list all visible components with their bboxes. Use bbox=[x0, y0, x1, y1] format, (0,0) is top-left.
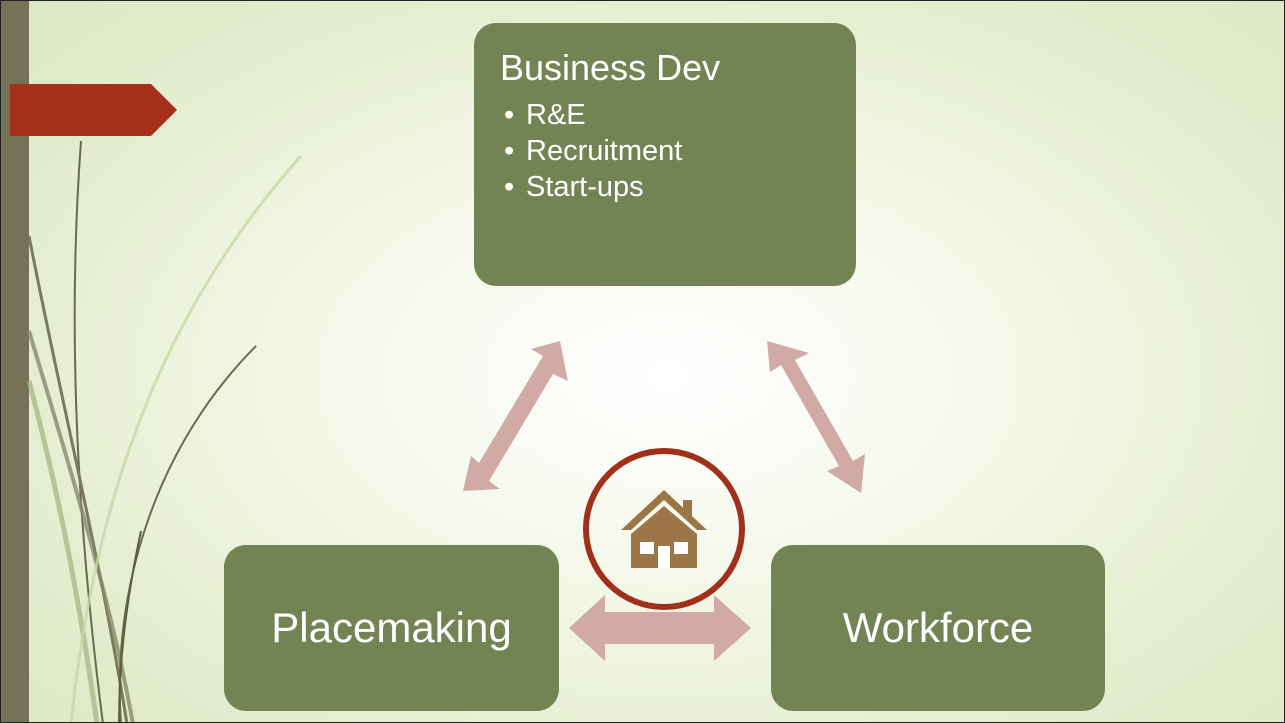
house-icon bbox=[621, 490, 707, 568]
grass-stroke bbox=[27, 330, 135, 722]
workforce-title: Workforce bbox=[842, 604, 1034, 651]
grass-stroke bbox=[73, 140, 104, 722]
grass-stroke bbox=[26, 380, 100, 722]
business-dev-box: Business Dev •R&E •Recruitment •Start-up… bbox=[474, 23, 856, 286]
bullet-item: •R&E bbox=[504, 99, 586, 131]
grass-stroke bbox=[27, 235, 129, 722]
business-dev-bullet-list: •R&E •Recruitment •Start-ups bbox=[500, 97, 856, 205]
header-flag-arrow bbox=[10, 84, 177, 136]
arrow-business-workforce bbox=[767, 341, 865, 493]
placemaking-box: Placemaking bbox=[224, 545, 559, 711]
bullet-item: •Recruitment bbox=[504, 135, 683, 167]
arrow-business-placemaking bbox=[463, 341, 568, 491]
placemaking-title: Placemaking bbox=[271, 604, 512, 651]
grass-stroke bbox=[118, 530, 142, 722]
home-badge bbox=[583, 448, 745, 610]
business-dev-title: Business Dev bbox=[500, 47, 721, 88]
grass-stroke bbox=[69, 154, 303, 722]
bullet-item: •Start-ups bbox=[504, 171, 644, 203]
workforce-box: Workforce bbox=[771, 545, 1105, 711]
arrow-placemaking-workforce bbox=[569, 595, 751, 661]
